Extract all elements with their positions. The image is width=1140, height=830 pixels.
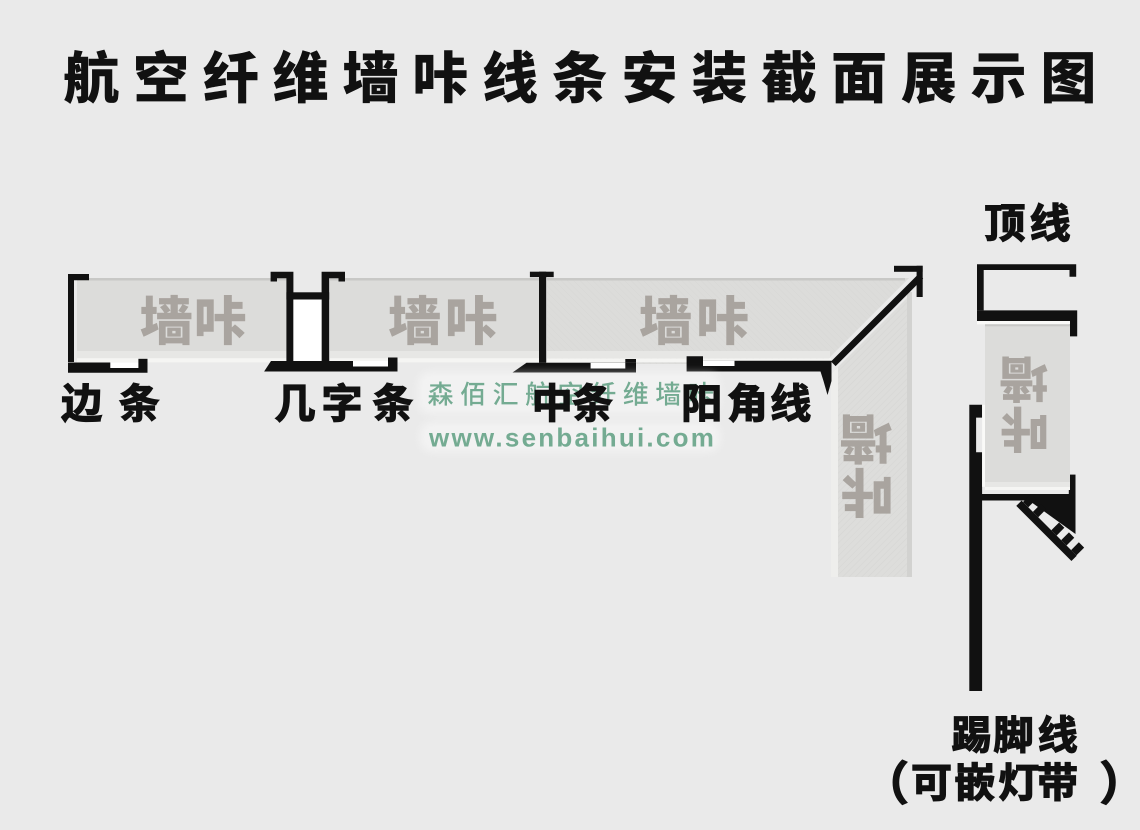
svg-text:www.senbaihui.com: www.senbaihui.com <box>428 423 716 453</box>
